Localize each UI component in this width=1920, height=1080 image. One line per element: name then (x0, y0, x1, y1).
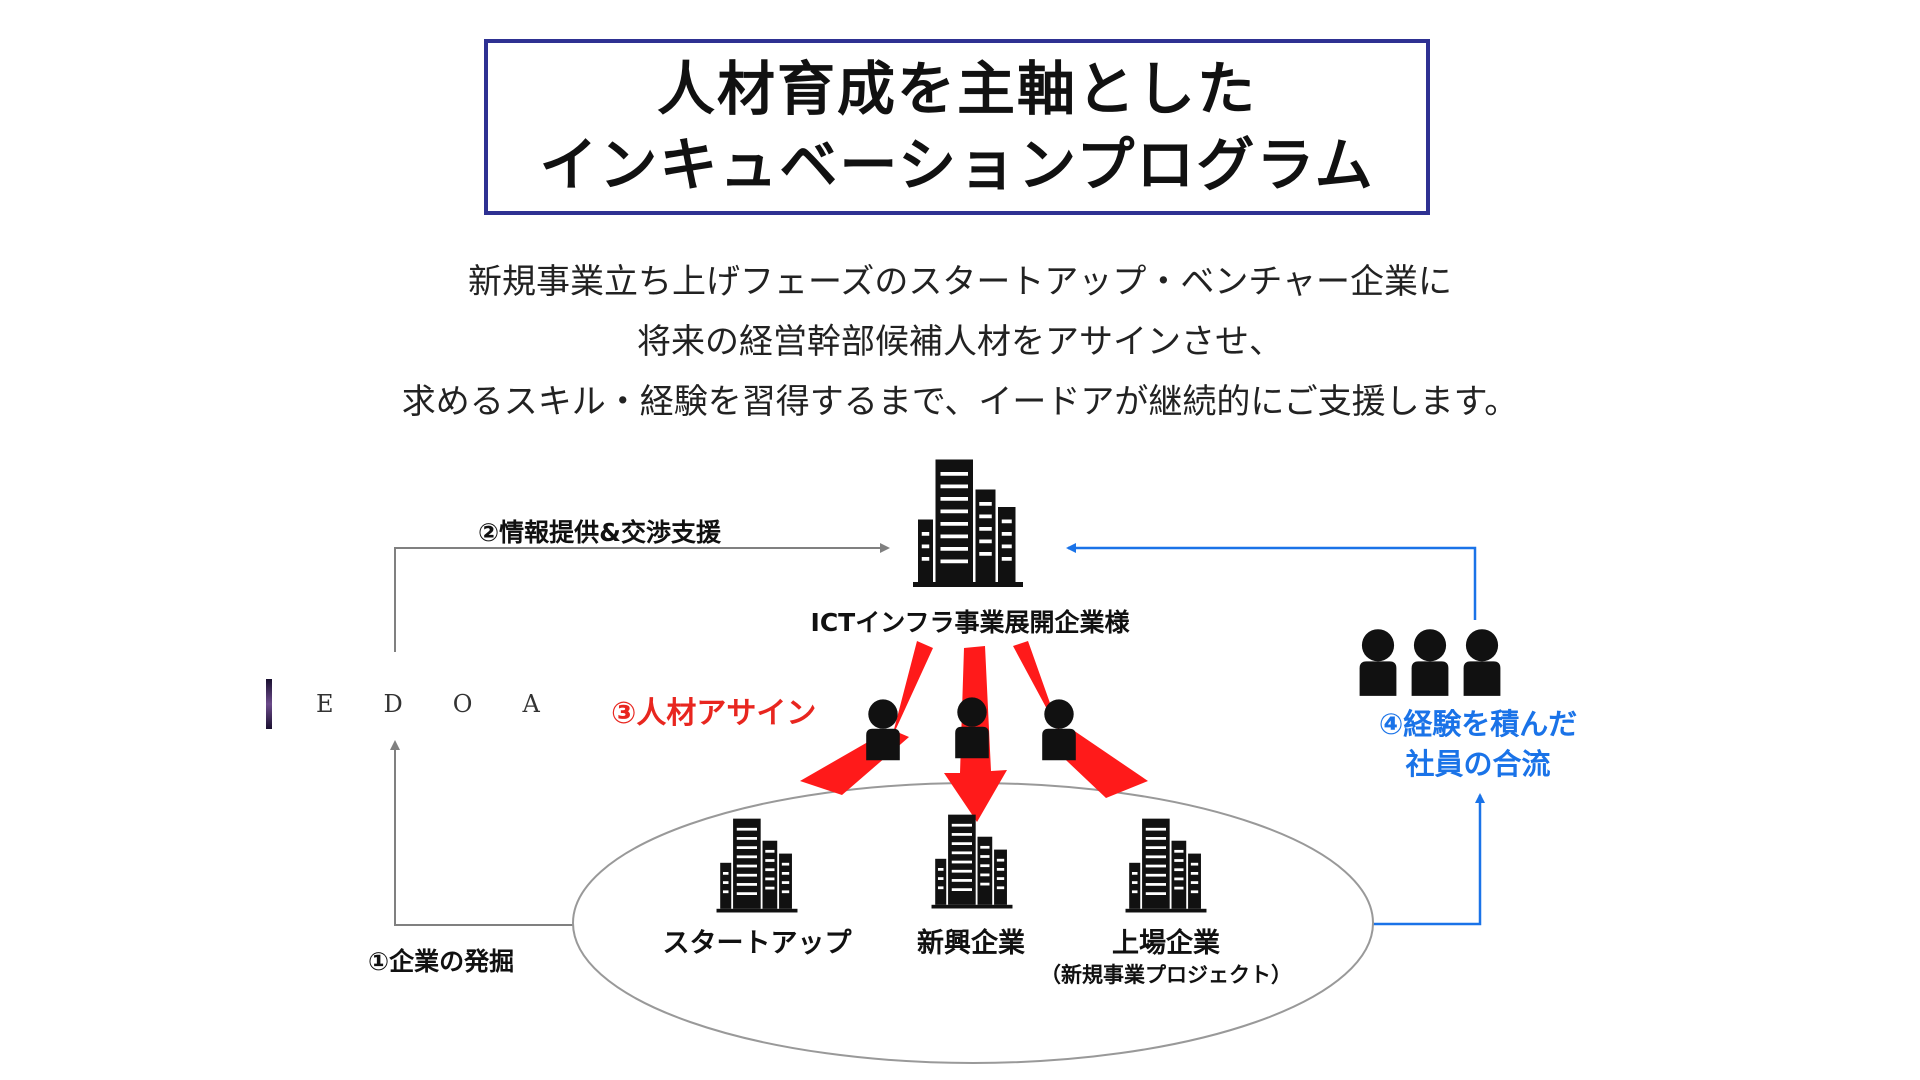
flow-line-step4-return (1066, 543, 1477, 620)
assigned-person-icon (866, 699, 900, 761)
description-line-1: 新規事業立ち上げフェーズのスタートアップ・ベンチャー企業に (468, 262, 1452, 302)
assign-arrow-left (800, 641, 933, 795)
title-line-2: インキュベーションプログラム (539, 131, 1375, 199)
step4-label-line2: 社員の合流 (1405, 747, 1551, 781)
description-line-2: 将来の経営幹部候補人材をアサインさせ、 (637, 322, 1283, 362)
title-box: 人材育成を主軸とした インキュベーションプログラム (484, 39, 1430, 215)
assigned-person-icon (955, 697, 989, 759)
assigned-person-icon (1042, 699, 1076, 761)
flow-line-step1 (390, 740, 575, 926)
description-line-3: 求めるスキル・経験を習得するまで、イードアが継続的にご支援します。 (401, 382, 1519, 422)
flow-line-step4-up (1372, 793, 1485, 926)
flow-line-step2 (394, 543, 890, 652)
logo-mark (266, 679, 272, 729)
client-label: ICTインフラ事業展開企業様 (810, 608, 1130, 637)
client-building-icon (913, 459, 1023, 587)
step4-label-line1: ④経験を積んだ (1378, 707, 1578, 741)
edoa-logo: EDOA (266, 678, 590, 730)
returning-employee-icon (1411, 629, 1449, 696)
step3-label: ③人材アサイン (611, 696, 817, 731)
title-line-1: 人材育成を主軸とした (656, 55, 1257, 123)
assign-arrow-right (1013, 641, 1148, 798)
step2-label: ②情報提供&交渉支援 (478, 518, 721, 547)
step1-label: ①企業の発掘 (368, 947, 515, 976)
returning-employee-icon (1463, 629, 1501, 696)
logo-text: EDOA (316, 690, 590, 718)
listed-company-sublabel: （新規事業プロジェクト） (1040, 963, 1292, 987)
listed-company-label: 上場企業 (1112, 928, 1220, 959)
startup-label: スタートアップ (662, 928, 852, 959)
returning-employee-icon (1359, 629, 1397, 696)
emerging-company-label: 新興企業 (917, 928, 1025, 959)
